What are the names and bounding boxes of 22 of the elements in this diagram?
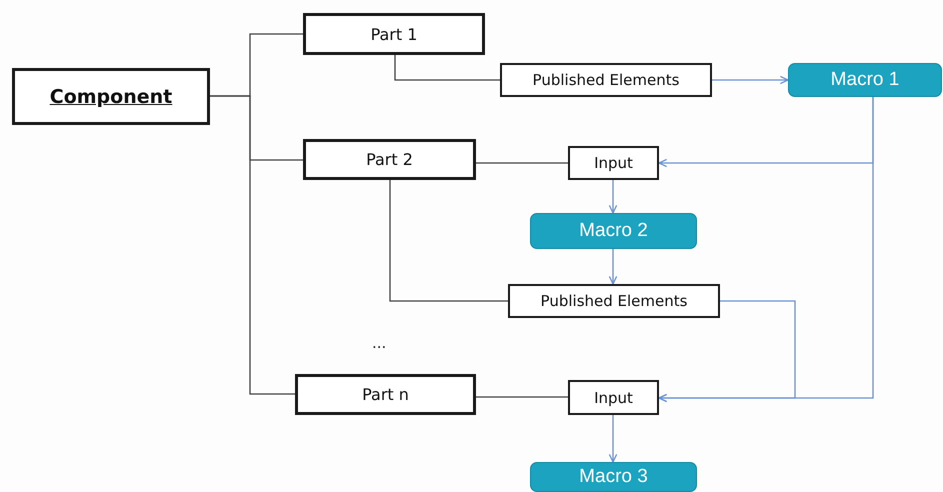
arrow [608,415,618,463]
process-box: Published Elements [508,284,720,318]
process-box: Published Elements [500,63,712,97]
ellipsis-text: ... [372,334,386,352]
part-box: Part n [295,374,476,415]
arrow [608,249,618,285]
arrow [658,97,874,402]
input-box: Input [568,380,659,415]
connector-line [210,95,295,395]
connector-line [389,180,508,302]
macro-box: Macro 3 [530,462,697,492]
connector-line [394,55,500,81]
connector-line [476,396,568,398]
macro-box: Macro 2 [530,213,697,249]
arrow [608,180,618,214]
connector-line [476,162,568,164]
input-box: Input [568,146,659,180]
part-box: Part 1 [303,13,485,55]
component-box: Component [12,68,210,125]
part-box: Part 2 [303,139,476,180]
macro-box: Macro 1 [788,63,942,97]
arrow [712,76,789,84]
